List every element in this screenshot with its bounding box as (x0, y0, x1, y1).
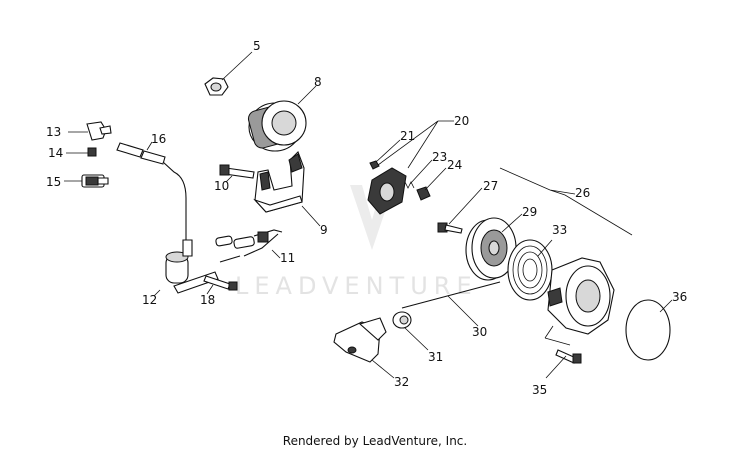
part-9-module[interactable] (253, 151, 305, 213)
label-33: 33 (552, 223, 567, 237)
part-21-nut[interactable] (369, 160, 380, 170)
part-24-pawl[interactable] (416, 186, 431, 201)
part-18-screw[interactable] (203, 275, 238, 291)
label-26: 26 (575, 186, 590, 200)
part-15-spark-plug[interactable] (81, 174, 109, 188)
label-16: 16 (151, 132, 166, 146)
label-12: 12 (142, 293, 157, 307)
label-27: 27 (483, 179, 498, 193)
part-32-handle[interactable] (333, 317, 387, 363)
part-26-housing[interactable] (547, 257, 615, 335)
label-24: 24 (447, 158, 462, 172)
part-36-disc[interactable] (625, 299, 671, 361)
part-33-spring[interactable] (507, 239, 553, 301)
label-31: 31 (428, 350, 443, 364)
part-8-filter[interactable] (247, 100, 307, 152)
part-30-rope[interactable] (401, 281, 501, 309)
label-11: 11 (280, 251, 295, 265)
label-23: 23 (432, 150, 447, 164)
label-32: 32 (394, 375, 409, 389)
label-9: 9 (320, 223, 328, 237)
label-5: 5 (253, 39, 261, 53)
watermark-text: LEADVENTURE (235, 272, 478, 300)
label-20: 20 (454, 114, 469, 128)
label-13: 13 (46, 125, 61, 139)
label-15: 15 (46, 175, 61, 189)
footer-credit: Rendered by LeadVenture, Inc. (282, 434, 468, 448)
part-20-drum[interactable] (367, 167, 407, 215)
label-14: 14 (48, 146, 63, 160)
label-18: 18 (200, 293, 215, 307)
label-10: 10 (214, 179, 229, 193)
part-29-pulley[interactable] (465, 217, 517, 281)
part-5-nut[interactable] (204, 77, 229, 96)
ignition-wire (162, 161, 187, 248)
label-30: 30 (472, 325, 487, 339)
part-12-coil[interactable] (165, 239, 219, 294)
label-21: 21 (400, 129, 415, 143)
part-27-bolt[interactable] (437, 222, 463, 234)
part-31-collar[interactable] (392, 311, 412, 329)
part-16-tube[interactable] (116, 142, 166, 165)
part-35-screw[interactable] (555, 349, 582, 364)
label-36: 36 (672, 290, 687, 304)
part-11-harness[interactable] (215, 229, 283, 263)
label-29: 29 (522, 205, 537, 219)
part-10-bolt[interactable] (219, 164, 255, 179)
label-8: 8 (314, 75, 322, 89)
label-35: 35 (532, 383, 547, 397)
part-14-spring[interactable] (87, 147, 97, 157)
part-13-cap[interactable] (86, 121, 112, 141)
